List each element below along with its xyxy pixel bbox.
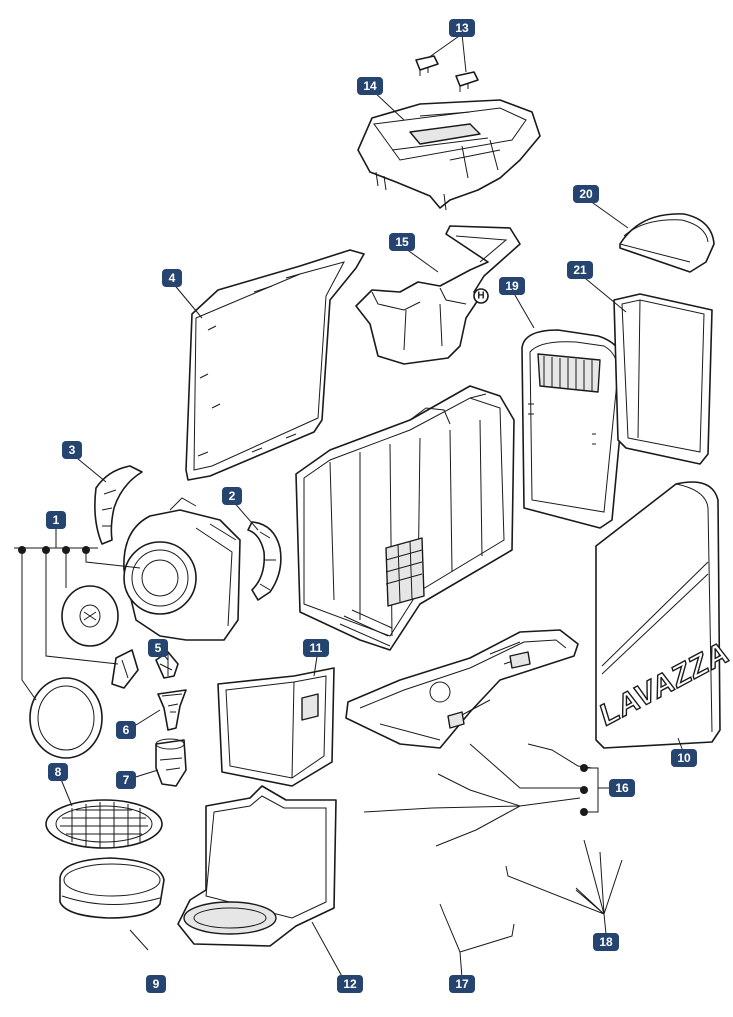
callout-10: 10 — [671, 749, 697, 767]
callout-17: 17 — [449, 975, 475, 993]
part-16-cables — [363, 743, 593, 847]
callout-20-label: 20 — [579, 187, 593, 201]
main-chassis — [295, 385, 515, 651]
part-11-grounds-container — [217, 667, 335, 787]
callout-9: 9 — [146, 975, 166, 993]
callout-7: 7 — [116, 771, 136, 789]
callout-6-label: 6 — [123, 723, 130, 737]
callout-13-label: 13 — [455, 21, 469, 35]
callout-4: 4 — [162, 269, 182, 287]
callout-14-label: 14 — [363, 79, 377, 93]
part-15-chute — [355, 225, 521, 365]
callout-12: 12 — [337, 975, 363, 993]
part-13-clips — [415, 55, 479, 92]
part-1-disc — [61, 585, 119, 647]
callout-9-label: 9 — [153, 977, 160, 991]
callout-2-label: 2 — [229, 489, 236, 503]
callout-1: 1 — [46, 511, 66, 529]
callout-6: 6 — [116, 721, 136, 739]
part-14-top-cover — [357, 99, 541, 211]
part-9-drip-tray — [59, 857, 165, 919]
callout-2: 2 — [222, 487, 242, 505]
part-4-side-panel — [185, 249, 365, 481]
callout-14: 14 — [357, 77, 383, 95]
callout-5-label: 5 — [155, 641, 162, 655]
callout-4-label: 4 — [169, 271, 176, 285]
part-21-water-tank — [613, 293, 713, 465]
callout-19-label: 19 — [505, 279, 519, 293]
part-8-drip-grid — [45, 799, 163, 849]
part-19-tank-frame — [521, 329, 627, 529]
callout-3: 3 — [62, 441, 82, 459]
callout-1-label: 1 — [53, 513, 60, 527]
callout-21: 21 — [567, 261, 593, 279]
dispenser-housing — [123, 497, 241, 641]
callout-18: 18 — [593, 933, 619, 951]
part-20-lid — [619, 213, 715, 273]
callout-16: 16 — [609, 779, 635, 797]
callout-10-label: 10 — [677, 751, 691, 765]
callout-16-label: 16 — [615, 781, 629, 795]
part-2-arc-panel — [247, 521, 282, 601]
callout-21-label: 21 — [573, 263, 587, 277]
base-plate — [345, 629, 579, 749]
callout-12-label: 12 — [343, 977, 357, 991]
callout-3-label: 3 — [69, 443, 76, 457]
callout-17-label: 17 — [455, 977, 469, 991]
callout-8-label: 8 — [55, 765, 62, 779]
callout-18-label: 18 — [599, 935, 613, 949]
callout-7-label: 7 — [123, 773, 130, 787]
callout-15-label: 15 — [395, 235, 409, 249]
callout-20: 20 — [573, 185, 599, 203]
callout-5: 5 — [148, 639, 168, 657]
callout-8: 8 — [48, 763, 68, 781]
leader-lines — [14, 33, 685, 981]
callout-13: 13 — [449, 19, 475, 37]
part-10-front-cover: LAVAZZA — [593, 481, 733, 749]
part-1-wedge — [111, 649, 139, 689]
part-6-nozzle — [157, 689, 187, 731]
callout-11: 11 — [303, 639, 329, 657]
part-17-cable — [439, 903, 515, 953]
callout-19: 19 — [499, 277, 525, 295]
part-18-cables — [505, 839, 623, 915]
marker-h: H — [477, 291, 484, 302]
part-7-spout — [155, 738, 187, 787]
part-1-ring — [29, 677, 103, 759]
callout-11-label: 11 — [310, 641, 323, 655]
part-12-drip-housing — [177, 785, 337, 947]
callout-15: 15 — [389, 233, 415, 251]
part-3-arc-cover — [94, 465, 143, 545]
